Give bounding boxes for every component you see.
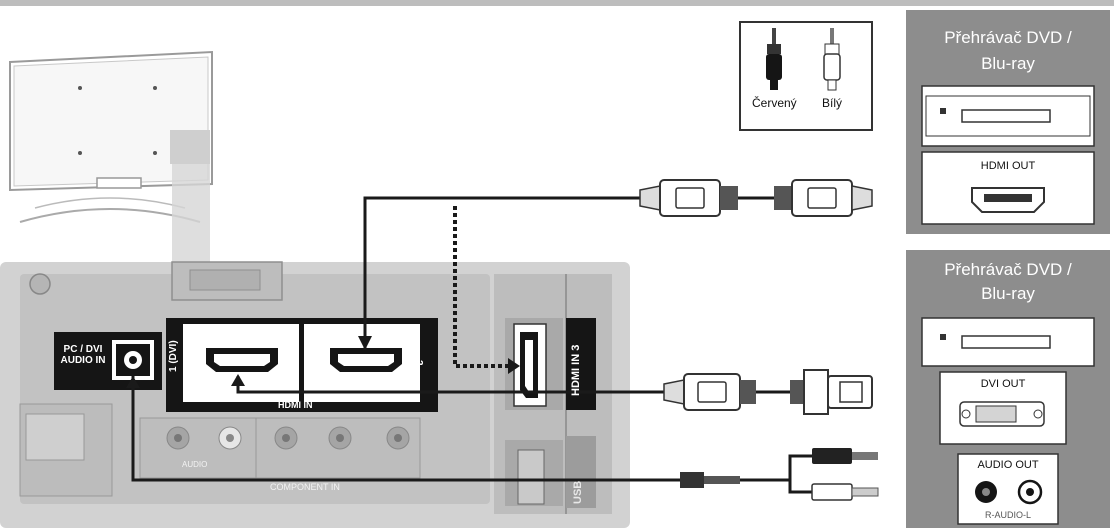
component-audio-label: AUDIO — [182, 460, 208, 469]
device-2-audio-sub-label: R-AUDIO-L — [984, 510, 1031, 520]
legend — [739, 21, 873, 131]
cables — [126, 196, 680, 482]
device-2-title-line2: Blu-ray — [981, 284, 1035, 303]
hdmi-in-3-label: HDMI IN 3 — [570, 344, 582, 396]
legend-red-label: Červený — [752, 96, 797, 110]
legend-white-label: Bílý — [822, 96, 843, 110]
tv-illustration — [9, 50, 213, 264]
hdmi-cable-plugs — [639, 179, 873, 217]
usb-label: USB — [572, 480, 584, 504]
hdmi-2-label: 2 — [413, 360, 424, 366]
device-2-title-line1: Přehrávač DVD / — [944, 260, 1072, 279]
device-1-title-line1: Přehrávač DVD / — [944, 28, 1072, 47]
hdmi-dvi-cable-plugs — [663, 369, 873, 415]
hdmi-1-label: 1 (DVI) — [168, 340, 179, 372]
device-box-1 — [906, 10, 1110, 234]
hdmi-in-group-label: HDMI IN — [278, 400, 313, 410]
component-in-label: COMPONENT IN — [270, 482, 340, 492]
tv-back-panel — [0, 261, 630, 528]
device-2-audio-out-label: AUDIO OUT — [977, 459, 1039, 471]
device-1-hdmi-out-label: HDMI OUT — [980, 160, 1036, 172]
device-1-title-line2: Blu-ray — [981, 54, 1035, 73]
audio-cable-plugs — [680, 448, 879, 501]
pc-dvi-audio-in-label: PC / DVI AUDIO IN — [60, 344, 106, 366]
device-2-dvi-out-label: DVI OUT — [980, 378, 1026, 390]
device-box-2 — [906, 250, 1110, 528]
